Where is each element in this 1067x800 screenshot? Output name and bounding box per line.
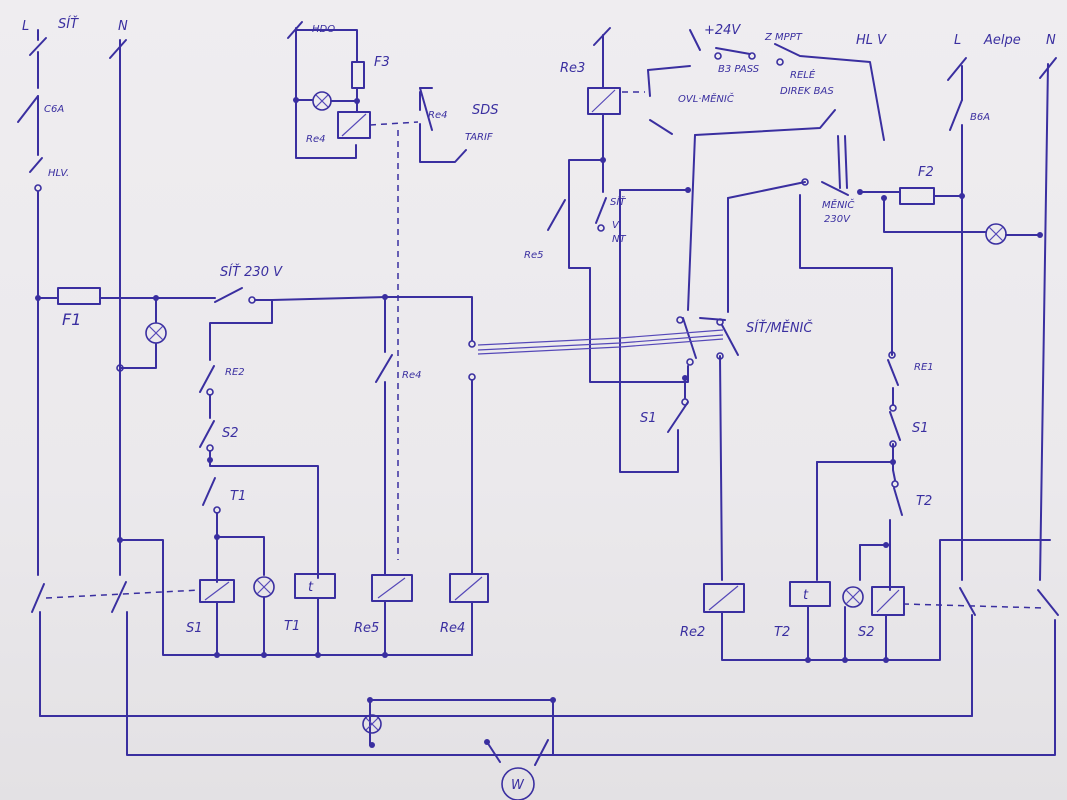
label-l-right: L bbox=[954, 33, 961, 48]
label-ovl-menic: OVL·MĚNIČ bbox=[678, 92, 734, 105]
right-neutral-line bbox=[1037, 57, 1059, 616]
label-re3: Re3 bbox=[560, 61, 585, 76]
label-t-symbol-right: t bbox=[803, 588, 809, 603]
label-sit-top: SÍŤ bbox=[58, 16, 79, 32]
label-menic-230v: MĚNIČ bbox=[822, 198, 854, 211]
label-direk-bas: DIREK BAS bbox=[780, 86, 834, 97]
label-n-right: N bbox=[1046, 33, 1056, 48]
label-s1-contact: S1 bbox=[912, 421, 929, 436]
label-relo: RELÉ bbox=[790, 68, 816, 81]
label-c6a: C6A bbox=[44, 104, 64, 115]
label-coil-s2: S2 bbox=[858, 625, 875, 640]
label-s1-mid: S1 bbox=[640, 411, 657, 426]
label-v-nt: V bbox=[612, 220, 620, 231]
label-nt: NT bbox=[612, 234, 626, 245]
bottom-bus bbox=[39, 619, 973, 800]
label-t1-contact: T1 bbox=[230, 489, 246, 504]
re3-circuit bbox=[547, 27, 1043, 473]
label-t2-contact: T2 bbox=[916, 494, 932, 509]
label-f1: F1 bbox=[62, 310, 81, 329]
left-neutral-line bbox=[109, 39, 1056, 756]
label-f3: F3 bbox=[374, 55, 390, 70]
mechanical-links bbox=[45, 91, 1046, 609]
label-aelpe: Aelpe bbox=[983, 33, 1021, 48]
label-coil-t2: T2 bbox=[774, 625, 790, 640]
left-contact-chain bbox=[199, 299, 319, 583]
label-coil-re2: Re2 bbox=[680, 625, 705, 640]
sit-menic-crossover bbox=[477, 329, 724, 355]
label-sds: SDS bbox=[472, 103, 499, 118]
label-coil-re4: Re4 bbox=[440, 621, 465, 636]
label-re4-sds: Re4 bbox=[428, 110, 447, 121]
label-plus24v: +24V bbox=[704, 23, 741, 38]
label-z-mppt: Z MPPT bbox=[764, 32, 803, 43]
label-n-left: N bbox=[118, 19, 128, 34]
label-re1-contact: RE1 bbox=[914, 362, 934, 373]
label-re4-top: Re4 bbox=[306, 134, 325, 145]
hdo-circuit bbox=[287, 21, 467, 163]
label-re2-contact: RE2 bbox=[225, 367, 245, 378]
right-coils bbox=[703, 355, 1051, 663]
label-sit-contact: SÍŤ bbox=[610, 195, 626, 208]
labels: L SÍŤ N C6A HLV. HDO F3 Re4 Re4 SDS TARI… bbox=[22, 16, 1056, 793]
label-hlv: HLV. bbox=[48, 168, 69, 179]
right-phase-line bbox=[947, 57, 976, 717]
label-l-left: L bbox=[22, 19, 29, 34]
label-coil-re5: Re5 bbox=[354, 621, 379, 636]
left-phase-line bbox=[17, 29, 47, 717]
label-t-symbol-left: t bbox=[308, 580, 314, 595]
label-tarif: TARIF bbox=[465, 132, 493, 143]
label-hdo: HDO bbox=[312, 24, 335, 35]
label-re4-mid: Re4 bbox=[402, 370, 421, 381]
label-f2: F2 bbox=[918, 165, 934, 180]
main-bus bbox=[35, 287, 473, 372]
left-coils bbox=[117, 296, 489, 658]
label-sit-menic: SÍŤ/MĚNIČ bbox=[746, 320, 813, 336]
label-motor: W bbox=[511, 778, 525, 793]
label-coil-s1: S1 bbox=[186, 621, 203, 636]
label-b3-pass: B3 PASS bbox=[718, 64, 760, 75]
right-contact-chain bbox=[816, 329, 903, 591]
label-sit-230v: SÍŤ 230 V bbox=[220, 264, 283, 280]
label-menic-230v-b: 230V bbox=[824, 214, 851, 225]
label-coil-t1: T1 bbox=[284, 619, 300, 634]
label-re5-top: Re5 bbox=[524, 250, 543, 261]
label-b6a: B6A bbox=[970, 112, 990, 123]
label-s2-contact: S2 bbox=[222, 426, 239, 441]
label-hl-v: HL V bbox=[856, 33, 887, 48]
